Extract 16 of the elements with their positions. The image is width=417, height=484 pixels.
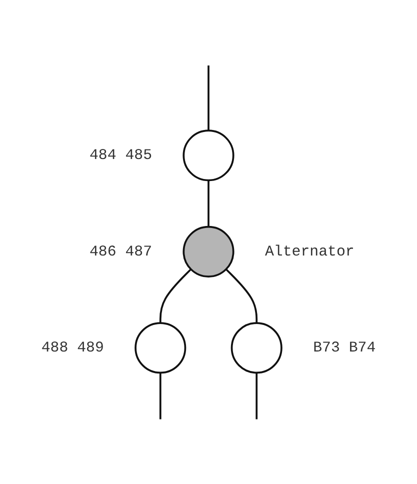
connector xyxy=(159,372,162,419)
node-label: 486 487 xyxy=(89,242,152,260)
node-circle xyxy=(134,322,186,374)
node-label: B73 B74 xyxy=(313,339,376,356)
node-label: 488 489 xyxy=(41,339,104,356)
connector xyxy=(159,268,192,323)
node-label: Alternator xyxy=(264,242,354,260)
node-circle xyxy=(182,226,234,278)
node-circle xyxy=(230,322,282,374)
connector xyxy=(208,180,210,226)
node-circle xyxy=(182,129,234,181)
connector xyxy=(256,372,258,419)
connector xyxy=(225,268,258,323)
node-label: 484 485 xyxy=(89,146,152,164)
connector xyxy=(208,65,210,130)
diagram: 484 485 486 487 Alternator 488 489 B73 B74 xyxy=(6,44,411,440)
